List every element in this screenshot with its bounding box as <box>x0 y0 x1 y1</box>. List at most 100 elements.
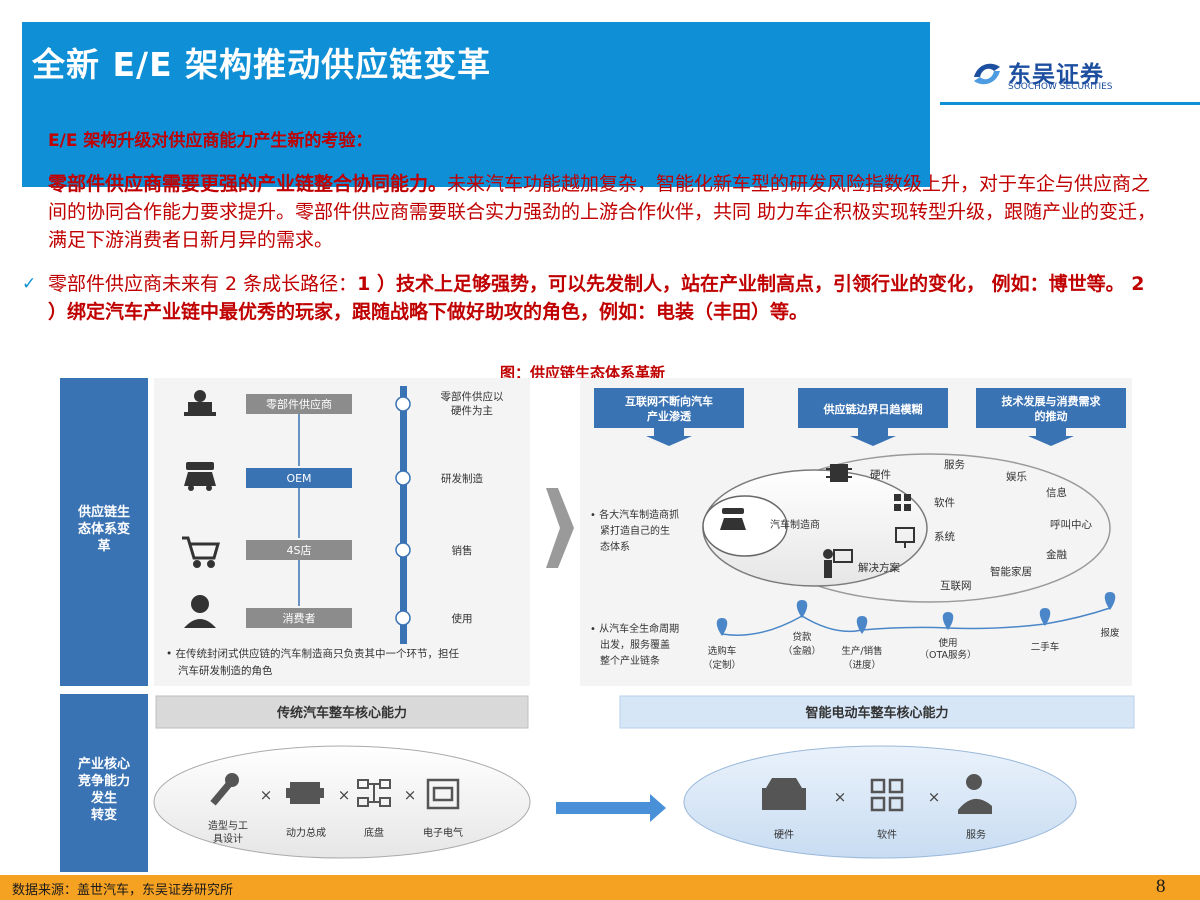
lifecycle-used-car: 二手车 <box>1031 641 1060 653</box>
driver-1-label-2: 产业渗透 <box>647 409 692 423</box>
sub-heading: E/E 架构升级对供应商能力产生新的考验： <box>48 131 373 151</box>
ecosystem-internet: 互联网 <box>940 580 972 592</box>
logo-name-cn: 东吴证券 <box>1008 62 1104 88</box>
lifecycle-loan-2: （金融） <box>783 645 821 657</box>
chain-note-supplier: 零部件供应以 <box>441 390 504 403</box>
section-1-label: 供应链生态体系变革 <box>77 504 130 554</box>
smart-core-hardware-label: 硬件 <box>774 829 794 841</box>
ecosystem-note-2: 紧打造自己的生 <box>600 524 670 537</box>
chain-note-supplier-2: 硬件为主 <box>451 405 493 417</box>
driver-boxes <box>594 388 1126 446</box>
ecosystem-software: 软件 <box>934 496 955 509</box>
hardware-box-icon <box>762 778 806 810</box>
ecosystem-solution: 解决方案 <box>858 561 900 574</box>
ecosystem-service: 服务 <box>944 458 965 471</box>
lifecycle-note: • 从汽车全生命周期 <box>590 622 679 635</box>
paragraph-1-text: 未来汽车功能越加复杂，智能化新车型的研发风险指数级上升，对于车企与供应商之间的协… <box>48 173 1157 251</box>
oem-car-icon <box>184 462 216 491</box>
page-number: 8 <box>1156 876 1166 897</box>
lifecycle-production: 生产/销售 <box>841 645 882 657</box>
section-2-label: 产业核心竞争能力发生转变 <box>78 756 130 823</box>
lifecycle-use-2: （OTA服务） <box>919 649 976 661</box>
footer-source: 数据来源：盖世汽车，东吴证券研究所 <box>12 883 234 898</box>
system-icon <box>895 527 915 548</box>
supplier-icon <box>184 390 216 416</box>
lifecycle-pins <box>716 592 1116 636</box>
ecosystem-smart-home: 智能家居 <box>990 565 1032 578</box>
chain-note-consumer: 使用 <box>452 612 473 625</box>
lifecycle-loan: 贷款 <box>792 631 812 643</box>
section-2-label-bg <box>60 694 148 872</box>
apps-icon <box>894 494 911 511</box>
wrench-icon <box>210 773 239 806</box>
ecosystem-hardware: 硬件 <box>870 469 891 481</box>
traditional-core-title-bg <box>155 695 529 729</box>
ecosystem-note-3: 态体系 <box>600 540 630 553</box>
driver-2-label: 供应链边界日趋模糊 <box>823 402 923 416</box>
presenter-icon <box>823 549 853 578</box>
ecosystem-call-center: 呼叫中心 <box>1050 518 1092 531</box>
chain-box-consumer <box>246 608 352 628</box>
core-chassis-label: 底盘 <box>364 826 384 839</box>
chain-box-oem-label: OEM <box>286 472 311 485</box>
lifecycle-scrap: 报废 <box>1100 627 1120 639</box>
title-rule <box>940 102 1200 105</box>
smart-core-ellipse <box>683 745 1077 859</box>
lifecycle-buy-2: （定制） <box>703 659 741 671</box>
lifecycle-note-2: 出发，服务覆盖 <box>600 638 670 651</box>
ecosystem-information: 信息 <box>1046 486 1067 499</box>
multiply-sign-5: × <box>928 788 941 806</box>
company-logo: 东吴证券 SOOCHOW SECURITIES <box>970 55 1145 95</box>
chain-box-4s-label: 4S店 <box>287 543 312 557</box>
paragraph-2-bold: 1 ）技术上足够强势，可以先发制人，站在产业制高点，引领行业的变化， 例如：博世… <box>48 273 1145 323</box>
software-grid-icon <box>870 778 904 812</box>
smart-core-service-label: 服务 <box>966 828 986 841</box>
chip-icon <box>826 464 852 482</box>
multiply-sign-2: × <box>338 786 351 804</box>
footer-bar <box>0 875 1200 900</box>
driver-1-label: 互联网不断向汽车 <box>625 394 713 408</box>
core-powertrain-label: 动力总成 <box>286 826 326 839</box>
lifecycle-curve <box>721 607 1111 636</box>
multiply-sign-4: × <box>834 788 847 806</box>
ecosystem-center-label: 汽车制造商 <box>770 518 820 531</box>
check-icon: ✓ <box>22 274 37 294</box>
chain-box-supplier <box>246 394 352 414</box>
paragraph-2-text: 零部件供应商未来有 2 条成长路径： <box>48 273 358 295</box>
lifecycle-production-2: （进度） <box>843 659 881 671</box>
chain-timeline-bar <box>400 386 407 644</box>
consumer-icon <box>184 595 216 628</box>
chain-footnote: • 在传统封闭式供应链的汽车制造商只负责其中一个环节，担任 <box>166 647 460 660</box>
service-hand-icon <box>958 774 992 814</box>
ecosystem-finance: 金融 <box>1046 548 1068 561</box>
multiply-sign-3: × <box>404 786 417 804</box>
title-bar <box>22 22 930 187</box>
traditional-core-ellipse <box>153 745 531 859</box>
logo-name-en: SOOCHOW SECURITIES <box>1008 82 1113 92</box>
paragraph-2: 零部件供应商未来有 2 条成长路径：1 ）技术上足够强势，可以先发制人，站在产业… <box>48 270 1158 326</box>
core-styling-label-2: 具设计 <box>213 832 243 845</box>
ecosystem-entertainment: 娱乐 <box>1006 470 1028 483</box>
smart-core-title: 智能电动车整车核心能力 <box>805 705 948 721</box>
electronics-icon <box>426 778 460 810</box>
smart-core-title-bg <box>619 695 1135 729</box>
lifecycle-buy: 选购车 <box>708 645 737 657</box>
chain-timeline-nodes <box>395 396 411 626</box>
supply-chain-diagram: 供应链生态体系变革 产业核心竞争能力发生转变 零部件供应商 OEM 4S店 消费… <box>60 378 1135 872</box>
traditional-chain-panel <box>154 378 530 686</box>
slide-title: 全新 E/E 架构推动供应链变革 <box>32 45 492 84</box>
core-transition-arrow <box>556 794 666 822</box>
chassis-icon <box>357 779 391 807</box>
core-styling-label: 造型与工 <box>208 819 248 832</box>
shopping-cart-icon <box>182 536 220 568</box>
driver-3-label: 技术发展与消费需求 <box>1002 394 1102 408</box>
lifecycle-use: 使用 <box>938 637 957 649</box>
chain-note-4s: 销售 <box>452 544 473 557</box>
chain-box-consumer-label: 消费者 <box>283 611 316 625</box>
chain-box-supplier-label: 零部件供应商 <box>266 397 332 411</box>
chain-footnote-2: 汽车研发制造的角色 <box>178 664 273 677</box>
section-1-label-bg <box>60 378 148 686</box>
chain-box-oem <box>246 468 352 488</box>
chain-note-oem: 研发制造 <box>441 472 483 485</box>
engine-icon <box>286 782 324 804</box>
